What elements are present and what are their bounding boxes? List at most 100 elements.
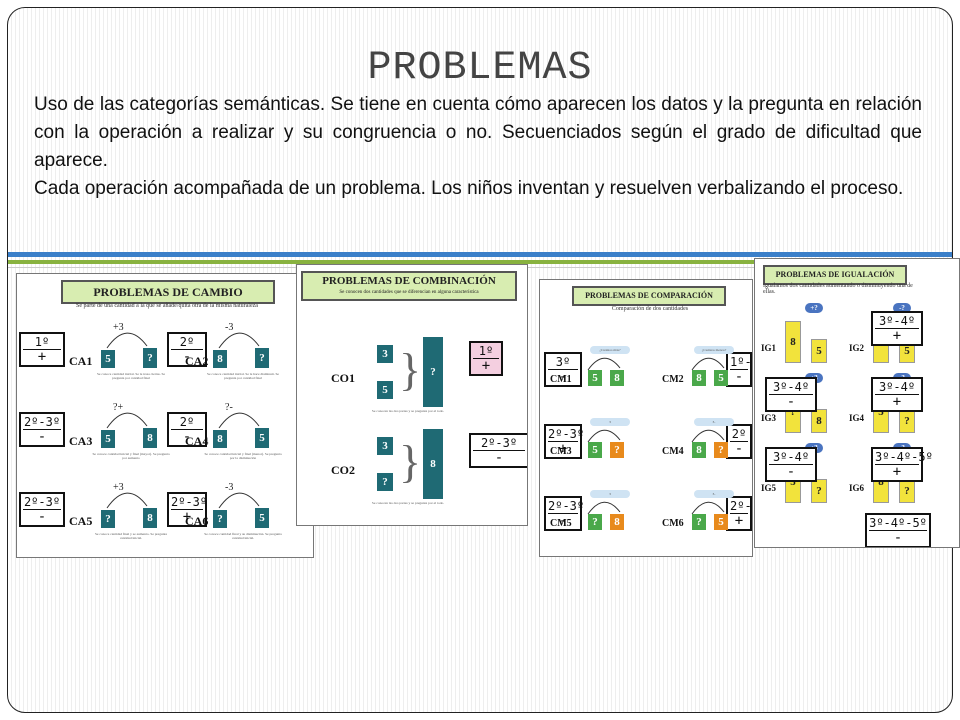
igualacion-subheader: Igualamos dos cantidades aumentando o di… xyxy=(763,283,913,295)
cambio-card-4: 2º- xyxy=(167,412,207,447)
comparacion-box-a-4: 8 xyxy=(692,442,706,458)
comparacion-box-b-4: ? xyxy=(714,442,728,458)
cambio-box-b-2: ? xyxy=(255,348,269,368)
cambio-card-4-operation: - xyxy=(182,429,192,445)
slide-body: Uso de las categorías semánticas. Se tie… xyxy=(34,91,922,203)
comparacion-card-6: 2º-3º+ xyxy=(726,496,752,531)
igualacion-card-4-level: 3º-4º xyxy=(769,450,813,465)
comparacion-box-a-6: ? xyxy=(692,514,706,530)
cambio-card-5-level: 2º-3º xyxy=(23,495,61,510)
comparacion-box-a-1: 5 xyxy=(588,370,602,386)
comparacion-box-a-3: 5 xyxy=(588,442,602,458)
combinacion-box-bottom-2: ? xyxy=(377,473,393,491)
comparacion-card-5: 2º-3º- xyxy=(544,496,584,531)
cambio-card-2-level: 2º xyxy=(171,335,203,350)
cambio-note-4: Se conoce cantidad inicial y final (meno… xyxy=(204,452,282,460)
cambio-note-1: Se conoce cantidad inicial. Se le trasa … xyxy=(96,372,166,380)
combinacion-box-total-2: 8 xyxy=(423,429,443,499)
cambio-card-6: 2º-3º+ xyxy=(167,492,207,527)
igualacion-card-5-operation: + xyxy=(892,464,902,480)
cambio-arc-1 xyxy=(106,332,148,349)
cambio-arc-5 xyxy=(106,492,148,509)
cambio-card-3: 2º-3º- xyxy=(19,412,65,447)
igualacion-card-2-operation: - xyxy=(786,394,796,410)
cambio-label-4: CA4 xyxy=(185,434,209,448)
comparacion-arc-6 xyxy=(691,501,725,515)
igualacion-card-1: 3º-4º+ xyxy=(871,311,923,346)
comparacion-card-1-operation: - xyxy=(558,369,568,385)
comparacion-arc-5 xyxy=(587,501,621,515)
cambio-arc-4 xyxy=(218,412,260,429)
igualacion-label-4: IG4 xyxy=(849,413,865,423)
image-problemas-combinacion: PROBLEMAS DE COMBINACIÓN Se conocen dos … xyxy=(296,264,528,526)
comparacion-label-3: CM3 xyxy=(550,446,572,457)
cambio-box-a-3: 5 xyxy=(101,430,115,448)
igualacion-card-3-level: 3º-4º xyxy=(875,380,919,395)
comparacion-card-6-level: 2º-3º xyxy=(730,499,752,514)
combinacion-card-1-level: 1º xyxy=(473,344,499,359)
cambio-label-1: CA1 xyxy=(69,354,93,368)
cambio-box-a-5: ? xyxy=(101,510,115,528)
igualacion-card-3: 3º-4º+ xyxy=(871,377,923,412)
cambio-card-1-level: 1º xyxy=(23,335,61,350)
comparacion-card-1: 3º- xyxy=(544,352,582,387)
combinacion-subheader: Se conocen dos cantidades que se diferen… xyxy=(339,290,479,295)
cambio-box-b-1: ? xyxy=(143,348,157,368)
cambio-card-6-level: 2º-3º xyxy=(171,495,208,510)
igualacion-card-4: 3º-4º- xyxy=(765,447,817,482)
comparacion-box-a-5: ? xyxy=(588,514,602,530)
image-problemas-cambio: PROBLEMAS DE CAMBIO Se parte de una cant… xyxy=(16,273,314,558)
igualacion-card-1-operation: + xyxy=(892,328,902,344)
cambio-box-b-6: 5 xyxy=(255,508,269,528)
cambio-header: PROBLEMAS DE CAMBIO xyxy=(61,280,275,304)
cambio-label-3: CA3 xyxy=(69,434,93,448)
comparacion-subheader: Comparación de dos cantidades xyxy=(611,306,689,312)
combinacion-note-2: Se conocen las dos partes y se pregunta … xyxy=(371,501,445,505)
comparacion-card-3-level: 2º-3º xyxy=(548,427,585,442)
cambio-card-2-operation: - xyxy=(182,349,192,365)
igualacion-box-a-1: 8 xyxy=(785,321,801,363)
cambio-card-5-operation: - xyxy=(37,509,47,525)
cambio-box-a-1: 5 xyxy=(101,350,115,368)
comparacion-bubble-4: 3- xyxy=(694,418,734,426)
igualacion-card-4-operation: - xyxy=(786,464,796,480)
igualacion-card-3-operation: + xyxy=(892,394,902,410)
igualacion-label-3: IG3 xyxy=(761,413,777,423)
igualacion-box-b-1: 5 xyxy=(811,339,827,363)
combinacion-header: PROBLEMAS DE COMBINACIÓN Se conocen dos … xyxy=(301,271,517,301)
igualacion-card-6-level: 3º-4º-5º xyxy=(869,516,927,531)
igualacion-label-2: IG2 xyxy=(849,343,865,353)
cambio-arc-3 xyxy=(106,412,148,429)
combinacion-label-1: CO1 xyxy=(331,371,355,385)
comparacion-card-5-operation: - xyxy=(558,513,568,529)
comparacion-box-b-1: 8 xyxy=(610,370,624,386)
comparacion-box-b-5: 8 xyxy=(610,514,624,530)
igualacion-card-2-level: 3º-4º xyxy=(769,380,813,395)
comparacion-card-2-operation: - xyxy=(734,369,744,385)
cambio-card-3-operation: - xyxy=(37,429,47,445)
cambio-box-b-3: 8 xyxy=(143,428,157,448)
igualacion-card-5-level: 3º-4º-5º xyxy=(875,450,933,465)
comparacion-bubble-5: 3 xyxy=(590,490,630,498)
comparacion-box-b-2: 5 xyxy=(714,370,728,386)
igualacion-box-b-5: ? xyxy=(811,479,827,503)
comparacion-arc-3 xyxy=(587,429,621,443)
igualacion-card-2: 3º-4º- xyxy=(765,377,817,412)
igualacion-header: PROBLEMAS DE IGUALACIÓN xyxy=(763,265,907,285)
cambio-arc-6 xyxy=(218,492,260,509)
comparacion-label-1: CM1 xyxy=(550,374,572,385)
cambio-op-3: ?+ xyxy=(113,402,124,413)
comparacion-card-4: 2º- xyxy=(726,424,752,459)
cambio-box-b-5: 8 xyxy=(143,508,157,528)
comparacion-bubble-2: ¿Cuántos menos? xyxy=(694,346,734,354)
combinacion-box-top-2: 3 xyxy=(377,437,393,455)
comparacion-label-5: CM5 xyxy=(550,518,572,529)
cambio-op-4: ?- xyxy=(225,402,233,413)
cambio-label-5: CA5 xyxy=(69,514,93,528)
page-title: PROBLEMAS xyxy=(367,46,593,91)
cambio-card-3-level: 2º-3º xyxy=(23,415,61,430)
comparacion-card-4-operation: - xyxy=(734,441,744,457)
combinacion-card-2-level: 2º-3º xyxy=(473,436,525,451)
cambio-box-a-2: 8 xyxy=(213,350,227,368)
combinacion-card-2-operation: - xyxy=(494,450,504,466)
